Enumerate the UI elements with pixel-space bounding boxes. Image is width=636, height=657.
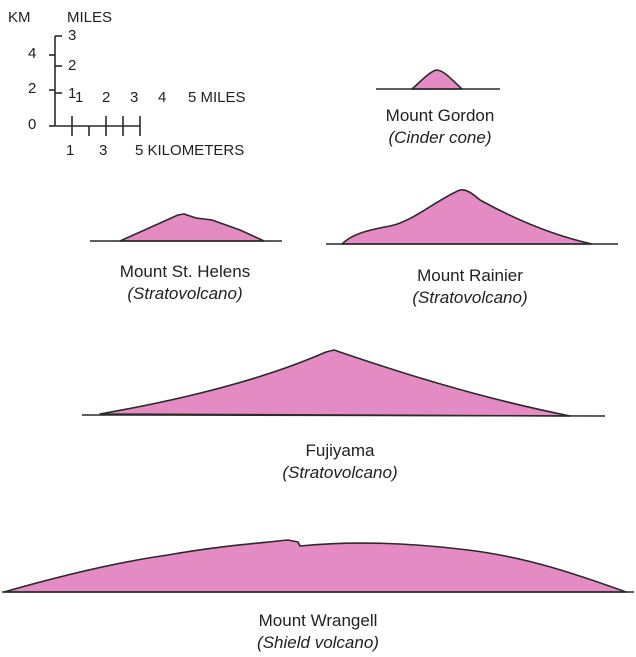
h-mile-label-2: 2 xyxy=(102,89,111,106)
name-fujiyama: Fujiyama xyxy=(305,441,375,460)
type-fujiyama: (Stratovolcano) xyxy=(282,463,398,482)
profile-mount-wrangell xyxy=(2,539,634,593)
mount-rainier-shape xyxy=(341,189,593,245)
miles-header: MILES xyxy=(67,9,113,26)
label-fujiyama: Fujiyama (Stratovolcano) xyxy=(250,440,430,484)
profile-fujiyama xyxy=(81,349,606,417)
name-mount-gordon: Mount Gordon xyxy=(385,106,495,125)
profile-mount-rainier xyxy=(326,189,618,245)
h-km-label-3: 3 xyxy=(99,142,108,159)
type-mount-wrangell: (Shield volcano) xyxy=(257,633,379,652)
profile-mount-gordon xyxy=(376,69,500,90)
h-km-label-5: 5 KILOMETERS xyxy=(135,142,245,159)
label-mount-st-helens: Mount St. Helens (Stratovolcano) xyxy=(90,261,280,305)
mile-tick-label-1: 1 xyxy=(68,85,77,102)
h-mile-label-3: 3 xyxy=(130,89,139,106)
name-mount-st-helens: Mount St. Helens xyxy=(119,262,251,281)
h-mile-label-5: 5 MILES xyxy=(188,89,246,106)
mount-wrangell-shape xyxy=(3,539,627,593)
label-mount-rainier: Mount Rainier (Stratovolcano) xyxy=(380,265,560,309)
h-km-label-1: 1 xyxy=(66,142,75,159)
h-mile-label-4: 4 xyxy=(158,89,167,106)
mile-tick-label-3: 3 xyxy=(68,27,77,44)
type-mount-st-helens: (Stratovolcano) xyxy=(127,284,243,303)
name-mount-rainier: Mount Rainier xyxy=(417,266,523,285)
km-tick-label-0: 0 xyxy=(28,116,37,133)
mount-gordon-shape xyxy=(411,69,463,90)
type-mount-rainier: (Stratovolcano) xyxy=(412,288,528,307)
km-tick-label-4: 4 xyxy=(28,45,37,62)
label-mount-gordon: Mount Gordon (Cinder cone) xyxy=(370,105,510,149)
name-mount-wrangell: Mount Wrangell xyxy=(258,611,378,630)
km-header: KM xyxy=(8,9,31,26)
mount-st-helens-shape xyxy=(119,213,265,242)
fujiyama-shape xyxy=(99,349,571,417)
h-mile-label-1: 1 xyxy=(75,89,84,106)
label-mount-wrangell: Mount Wrangell (Shield volcano) xyxy=(228,610,408,654)
type-mount-gordon: (Cinder cone) xyxy=(388,128,492,147)
scale-bar xyxy=(49,35,141,136)
mile-tick-label-2: 2 xyxy=(68,57,77,74)
profile-mount-st-helens xyxy=(90,213,282,242)
km-tick-label-2: 2 xyxy=(28,80,37,97)
fujiyama-baseline xyxy=(81,414,606,417)
